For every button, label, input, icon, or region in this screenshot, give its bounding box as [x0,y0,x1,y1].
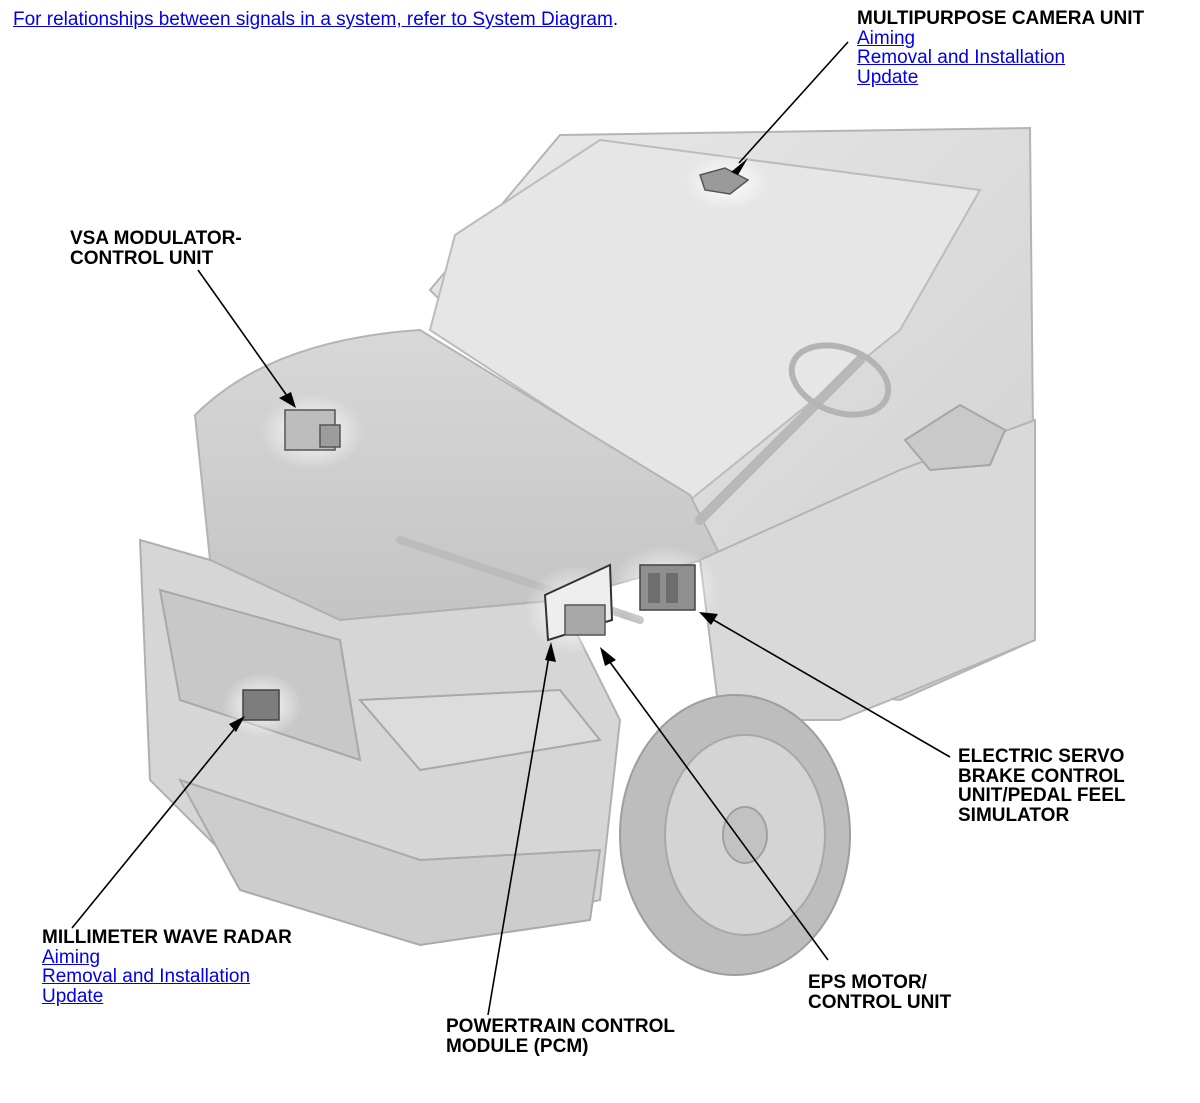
callout-camera: MULTIPURPOSE CAMERA UNIT Aiming Removal … [857,9,1144,87]
camera-removal-link[interactable]: Removal and Installation [857,47,1066,68]
radar-icon [242,689,280,721]
camera-unit-icon [699,167,750,195]
callout-pcm: POWERTRAIN CONTROL MODULE (PCM) [446,1017,675,1056]
brake-unit-icon [639,564,696,611]
callout-camera-title: MULTIPURPOSE CAMERA UNIT [857,8,1145,29]
callout-radar-title: MILLIMETER WAVE RADAR [42,927,292,948]
system-diagram-link[interactable]: For relationships between signals in a s… [13,9,613,30]
callout-vsa: VSA MODULATOR- CONTROL UNIT [70,229,242,268]
arrowheads [229,158,748,732]
camera-update-link[interactable]: Update [857,66,919,88]
vehicle-mirror [903,403,1007,472]
system-diagram-reference: For relationships between signals in a s… [13,9,618,31]
leader-lines [71,41,951,1016]
steering-wheel [788,342,892,418]
callout-vsa-title: VSA MODULATOR- CONTROL UNIT [70,228,242,269]
callout-eps-title: EPS MOTOR/ CONTROL UNIT [808,972,952,1013]
vehicle-wheel [619,694,851,976]
vehicle-windshield [428,138,982,502]
callout-radar: MILLIMETER WAVE RADAR Aiming Removal and… [42,928,292,1006]
radar-removal-link[interactable]: Removal and Installation [42,966,251,987]
vehicle-bumper [177,778,602,947]
callout-pcm-title: POWERTRAIN CONTROL MODULE (PCM) [446,1016,676,1057]
callout-brake-title: ELECTRIC SERVO BRAKE CONTROL UNIT/PEDAL … [958,746,1126,826]
radar-update-link[interactable]: Update [42,985,104,1007]
camera-aiming-link[interactable]: Aiming [857,27,916,49]
header-trailing: . [612,9,619,30]
callout-brake: ELECTRIC SERVO BRAKE CONTROL UNIT/PEDAL … [958,747,1126,825]
callout-eps: EPS MOTOR/ CONTROL UNIT [808,973,951,1012]
steering-column [695,355,865,525]
vsa-modulator-icon [284,409,341,451]
radar-aiming-link[interactable]: Aiming [42,946,101,968]
eps-unit-icon [564,604,606,636]
